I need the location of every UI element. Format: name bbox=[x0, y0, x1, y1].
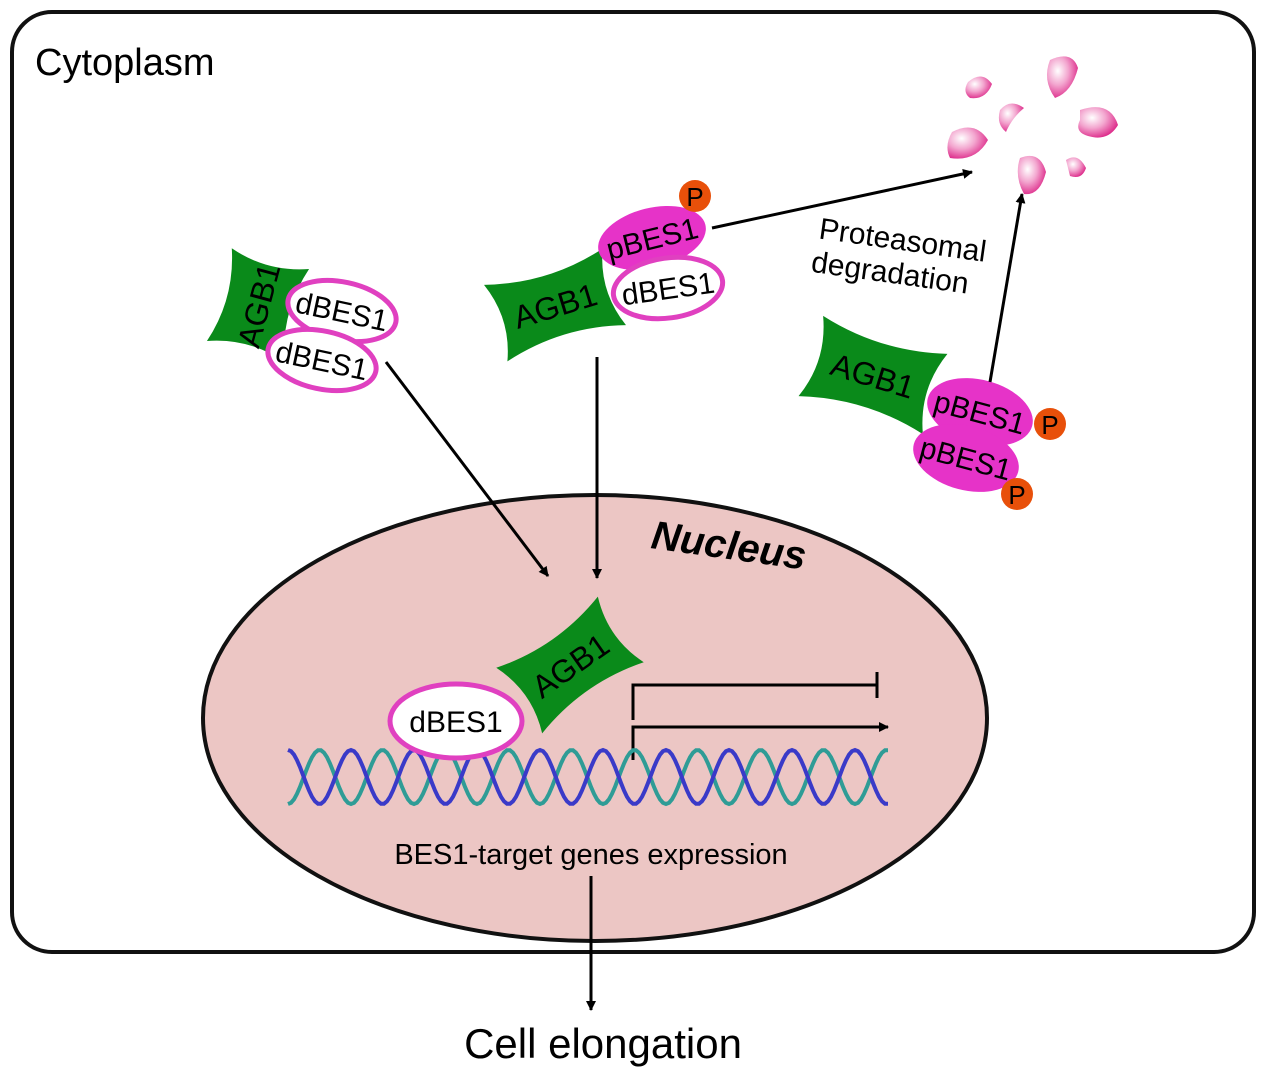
pbes1-protein: pBES1 bbox=[598, 205, 706, 271]
phospho-group-icon: P bbox=[1034, 408, 1066, 440]
arrow-to-degradation bbox=[711, 169, 973, 230]
degraded-fragments-icon bbox=[947, 56, 1118, 195]
cytoplasm-label: Cytoplasm bbox=[35, 42, 215, 84]
arrow-to-nucleus bbox=[384, 361, 550, 577]
repression-symbol bbox=[631, 683, 877, 720]
dbes1-label: dBES1 bbox=[409, 706, 502, 739]
arrow-to-degradation bbox=[988, 193, 1026, 383]
phospho-label: P bbox=[1041, 410, 1058, 440]
phospho-label: P bbox=[686, 182, 703, 212]
dbes1-protein: dBES1 bbox=[387, 681, 525, 761]
agb1-pbes1-dbes1-complex: AGB1 pBES1 P dBES1 bbox=[484, 180, 726, 362]
phospho-group-icon: P bbox=[1001, 478, 1033, 510]
agb1-protein: AGB1 bbox=[798, 315, 948, 435]
dbes1-protein: dBES1 bbox=[610, 254, 726, 322]
agb1-protein: AGB1 bbox=[484, 248, 626, 362]
arrows bbox=[384, 169, 1026, 1011]
gene-expression-label: BES1-target genes expression bbox=[394, 839, 787, 871]
phospho-group-icon: P bbox=[679, 180, 711, 212]
nucleus bbox=[201, 493, 989, 943]
dbes1-protein: dBES1 bbox=[265, 326, 379, 394]
dna-helix-icon bbox=[287, 747, 888, 807]
agb1-pbes1-dimer-complex: AGB1 pBES1 pBES1 P P bbox=[798, 315, 1066, 510]
cell-elongation-label: Cell elongation bbox=[464, 1020, 742, 1067]
agb1-dbes1-dimer-complex: AGB1 dBES1 dBES1 bbox=[206, 248, 399, 394]
phospho-label: P bbox=[1008, 480, 1025, 510]
